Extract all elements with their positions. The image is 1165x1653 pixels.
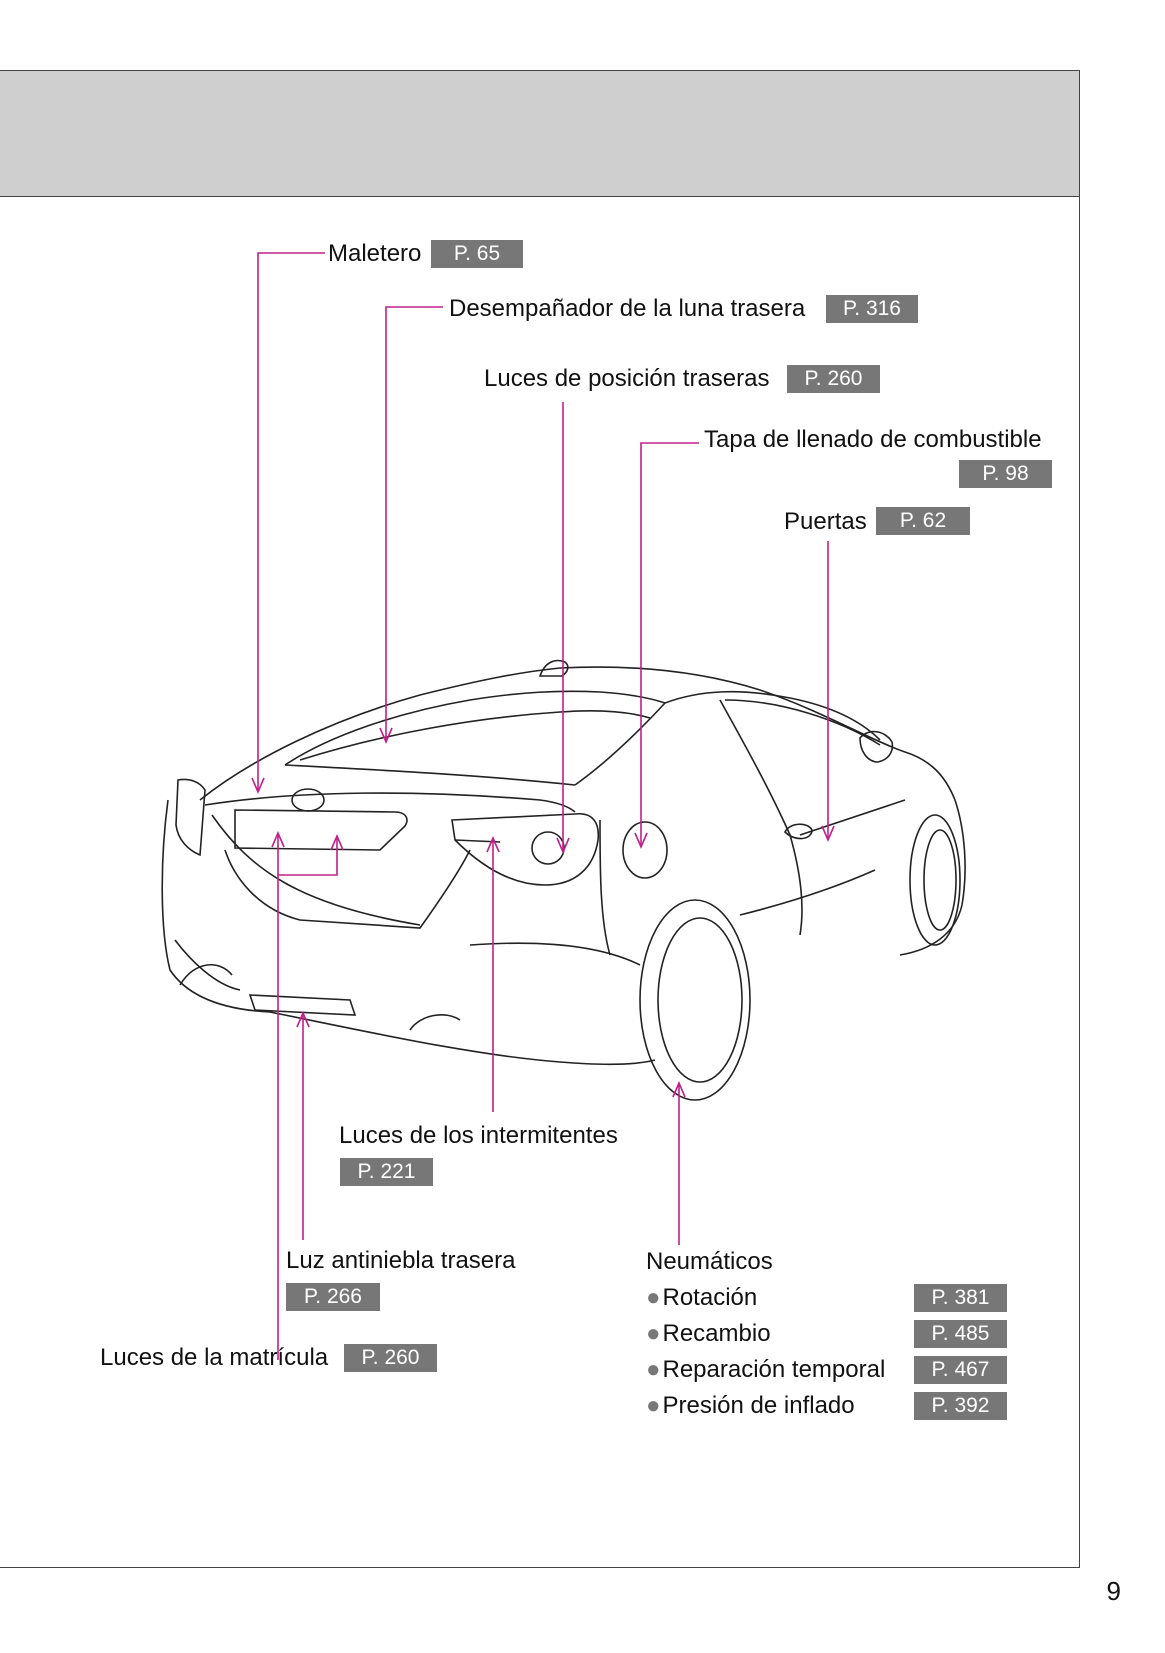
header-band bbox=[0, 70, 1080, 197]
neumaticos-item-rotacion: Rotación bbox=[646, 1283, 758, 1313]
neumaticos-item-reparacion: Reparación temporal bbox=[646, 1355, 886, 1385]
tapa-combustible-ref[interactable]: P. 98 bbox=[959, 460, 1052, 488]
antiniebla-ref[interactable]: P. 266 bbox=[286, 1283, 380, 1311]
luces-posicion-label: Luces de posición traseras bbox=[484, 365, 770, 392]
desempanador-ref[interactable]: P. 316 bbox=[826, 295, 918, 323]
intermitentes-ref[interactable]: P. 221 bbox=[340, 1158, 433, 1186]
maletero-ref[interactable]: P. 65 bbox=[431, 240, 523, 268]
luces-posicion-ref[interactable]: P. 260 bbox=[787, 365, 880, 393]
maletero-label: Maletero bbox=[328, 240, 422, 267]
neumaticos-item-presion: Presión de inflado bbox=[646, 1391, 855, 1421]
puertas-label: Puertas bbox=[784, 508, 867, 535]
neumaticos-presion-ref[interactable]: P. 392 bbox=[914, 1392, 1007, 1420]
intermitentes-label: Luces de los intermitentes bbox=[339, 1122, 618, 1149]
neumaticos-title: Neumáticos bbox=[646, 1248, 773, 1275]
matricula-label: Luces de la matrícula bbox=[100, 1344, 329, 1371]
tapa-combustible-label: Tapa de llenado de combustible bbox=[704, 426, 1042, 453]
page-number: 9 bbox=[1106, 1576, 1121, 1606]
page-frame bbox=[0, 70, 1080, 1568]
car-outline bbox=[161, 659, 966, 1101]
puertas-ref[interactable]: P. 62 bbox=[876, 507, 970, 535]
neumaticos-recambio-ref[interactable]: P. 485 bbox=[914, 1320, 1007, 1348]
antiniebla-label: Luz antiniebla trasera bbox=[286, 1247, 516, 1274]
leader-lines bbox=[251, 252, 835, 1360]
matricula-ref[interactable]: P. 260 bbox=[344, 1344, 437, 1372]
neumaticos-rotacion-ref[interactable]: P. 381 bbox=[914, 1284, 1007, 1312]
neumaticos-reparacion-ref[interactable]: P. 467 bbox=[914, 1356, 1007, 1384]
neumaticos-item-recambio: Recambio bbox=[646, 1319, 771, 1349]
desempanador-label: Desempañador de la luna trasera bbox=[449, 295, 806, 322]
